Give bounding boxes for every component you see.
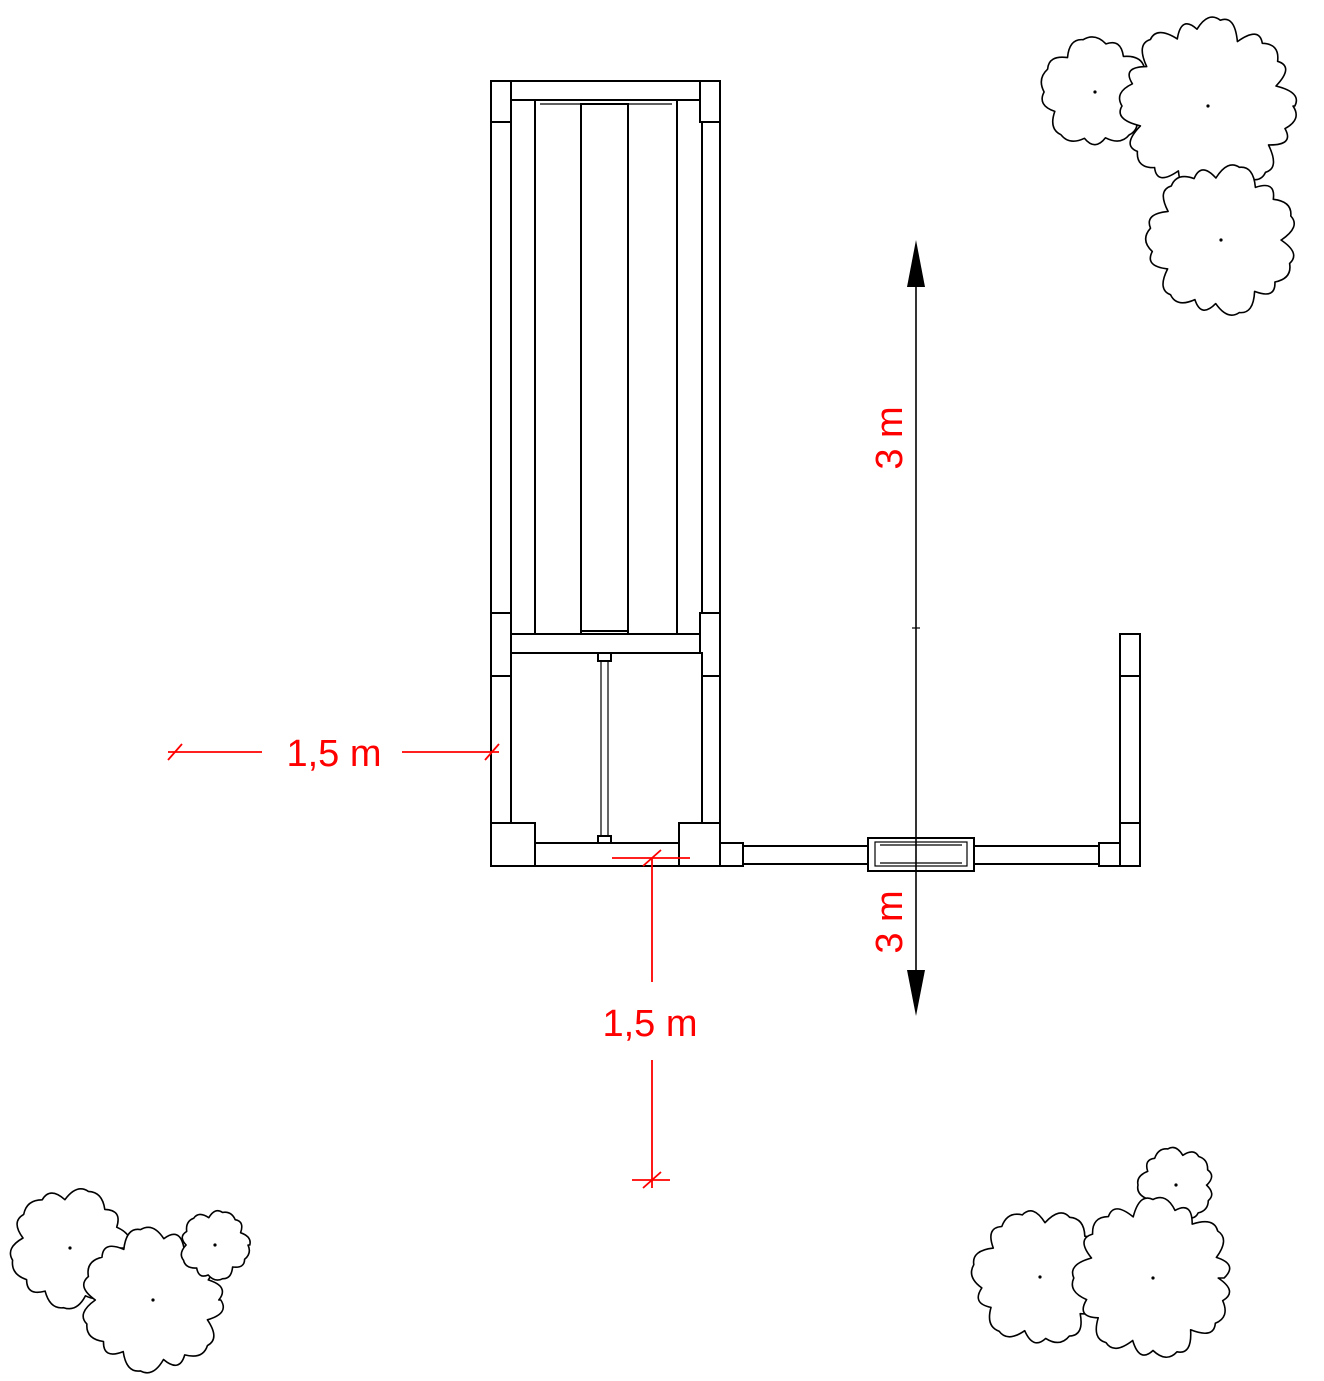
- slide-bed: [580, 103, 629, 635]
- post-bottom-right: [678, 822, 721, 867]
- safety-zone-upper: [720, 18, 1140, 1188]
- tree-top-right-small-center: [1093, 90, 1097, 94]
- dim-swing-up-label: 3 m: [869, 406, 911, 469]
- tree-bottom-left-1-center: [68, 1246, 72, 1250]
- trees: [9, 16, 1298, 1374]
- dimension-left: 1,5 m: [167, 733, 500, 775]
- dimension-bottom: 1,5 m: [602, 849, 698, 1189]
- tree-bottom-right-2-center: [1151, 1276, 1155, 1280]
- platform: [510, 652, 703, 844]
- dim-left-label: 1,5 m: [286, 733, 381, 775]
- tree-bottom-right-1-center: [1038, 1275, 1042, 1279]
- tree-top-right-large-center: [1206, 104, 1210, 108]
- arrow-down: [907, 970, 925, 1016]
- dim-bottom-label: 1,5 m: [602, 1003, 697, 1045]
- slide-structure: [490, 80, 721, 867]
- tree-bottom-right-2: [1071, 1196, 1231, 1359]
- post-top-right: [699, 80, 721, 123]
- post-bottom-left: [490, 822, 536, 867]
- swing-post-left: [719, 842, 744, 867]
- arrow-up: [907, 240, 925, 287]
- tree-bottom-right-small-center: [1174, 1183, 1178, 1187]
- dimension-swing: 3 m 3 m: [869, 240, 925, 1016]
- post-mid-left: [490, 612, 512, 677]
- post-top-left: [490, 80, 512, 123]
- swing-structure: [719, 633, 1141, 872]
- dim-swing-down-label: 3 m: [869, 890, 911, 953]
- pole-top: [597, 652, 612, 662]
- tree-bottom-left-3-center: [213, 1243, 217, 1247]
- pole-bottom: [597, 835, 612, 844]
- post-mid-right: [699, 612, 721, 677]
- tree-top-right-lower-center: [1219, 238, 1223, 242]
- swing-side-rail: [1119, 633, 1141, 867]
- tree-bottom-left-2-center: [151, 1298, 155, 1302]
